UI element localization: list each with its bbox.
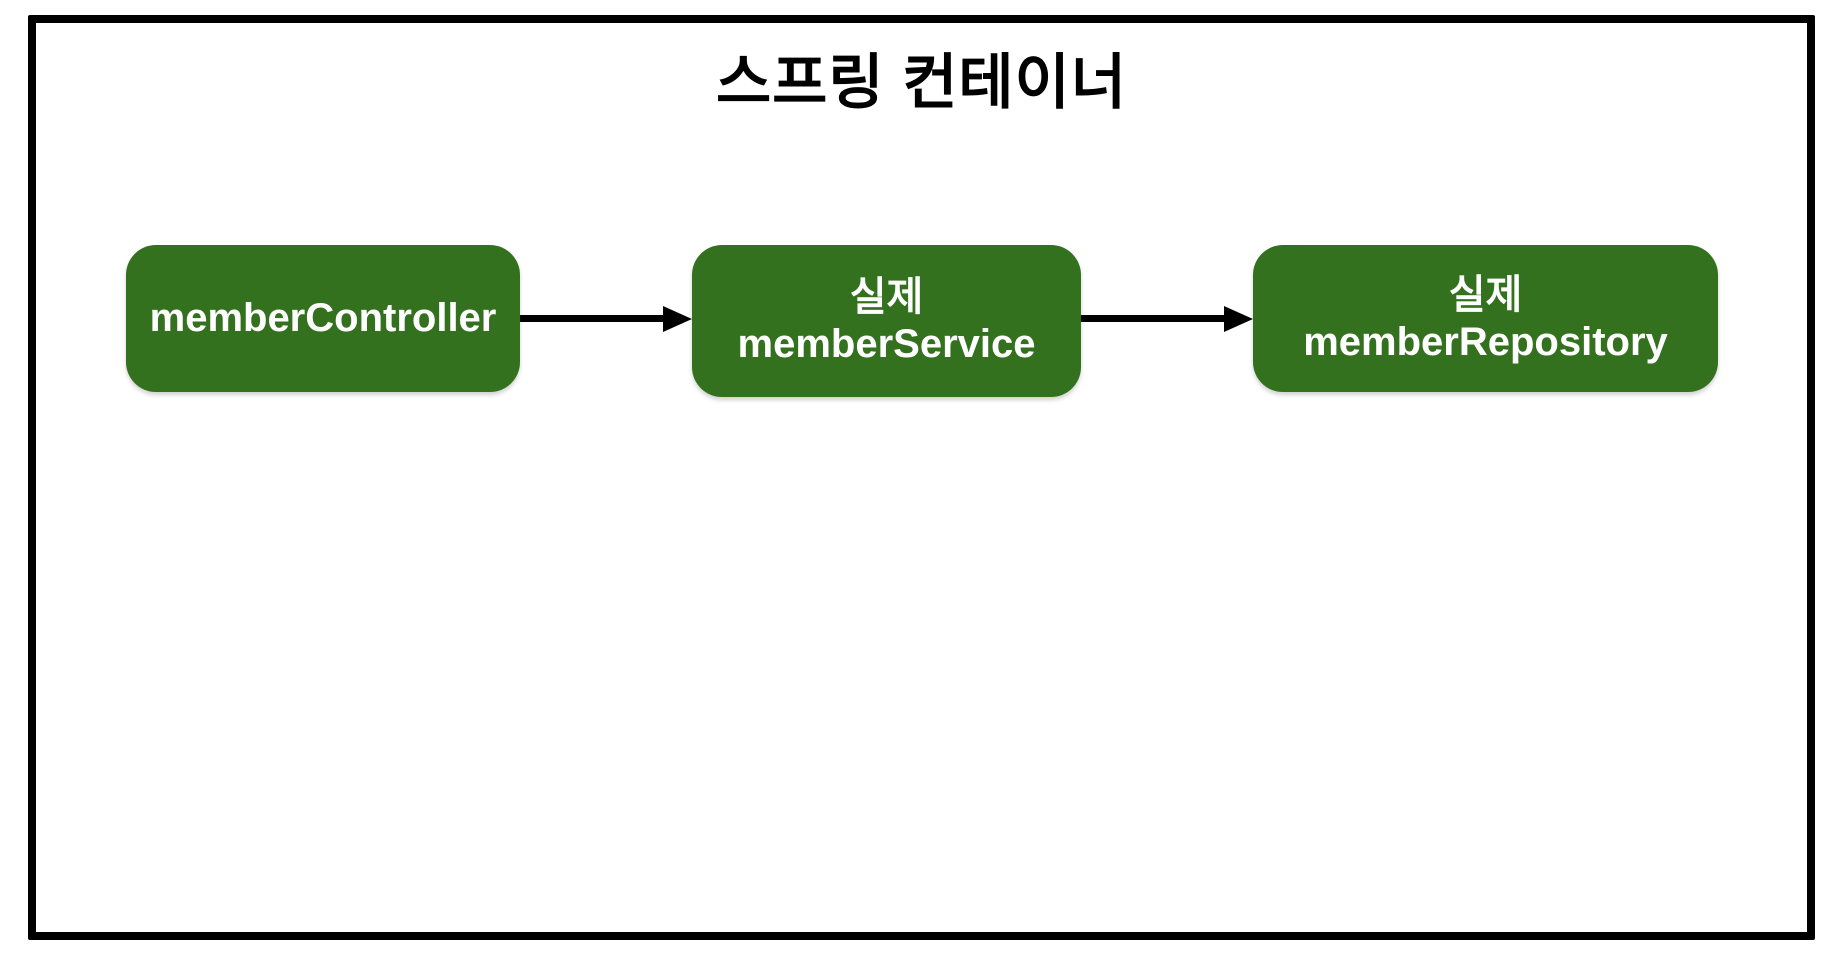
arrow-service-to-repository — [1081, 305, 1253, 332]
node-label-line2: memberRepository — [1303, 319, 1668, 364]
diagram-title: 스프링 컨테이너 — [715, 49, 1128, 116]
node-member-repository: 실제 memberRepository — [1253, 245, 1718, 392]
node-label-line2: memberService — [737, 322, 1036, 366]
arrowhead-icon — [1224, 305, 1253, 332]
arrowhead-icon — [663, 305, 692, 332]
node-label-line1: 실제 — [1448, 272, 1523, 317]
container-frame — [28, 15, 1815, 940]
arrow-controller-to-service — [520, 305, 692, 332]
node-label-line1: memberController — [149, 296, 497, 340]
node-label-line1: 실제 — [849, 275, 924, 319]
node-member-service: 실제 memberService — [692, 245, 1081, 397]
arrow-shaft — [520, 315, 663, 322]
arrow-shaft — [1081, 315, 1224, 322]
node-member-controller: memberController — [126, 245, 520, 392]
